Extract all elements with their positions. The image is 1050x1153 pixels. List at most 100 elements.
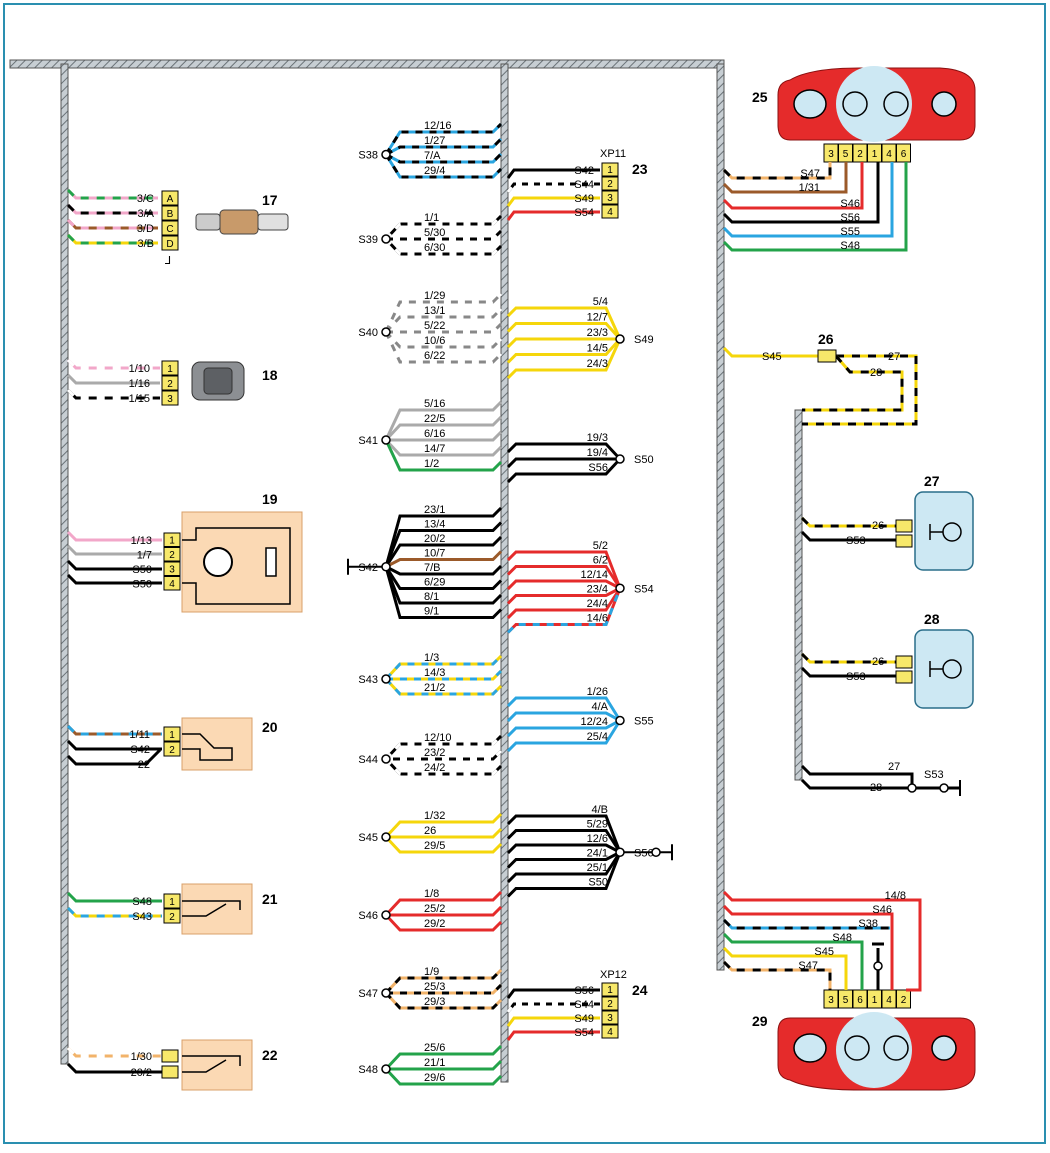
wire-label: 26 [424, 825, 436, 837]
wire-label: S47 [798, 960, 818, 972]
wire [506, 696, 622, 722]
splice-node [381, 327, 391, 337]
wire-label: 13/1 [424, 305, 445, 317]
wire-label: 19/4 [587, 447, 608, 459]
splice-node [381, 674, 391, 684]
wire-stripe [384, 292, 503, 333]
ground-symbol [624, 844, 673, 861]
wire [384, 1067, 503, 1086]
wire [384, 506, 503, 568]
splice-label: S46 [358, 910, 378, 922]
wire [506, 322, 622, 341]
wire [385, 550, 503, 569]
wire [506, 587, 622, 620]
ground-symbol [347, 558, 382, 575]
component-26-number: 26 [818, 331, 834, 347]
wire [506, 814, 622, 853]
wire-label: 5/22 [424, 320, 445, 332]
splice-groups: 12/161/277/A29/4S381/15/306/30S391/2913/… [347, 120, 673, 1086]
wire-stripe [386, 749, 503, 761]
svg-text:28: 28 [870, 367, 882, 379]
wire-stripe [386, 669, 503, 681]
wire-label: 25/6 [424, 1042, 445, 1054]
xp12-pin-label: 1 [607, 985, 613, 996]
wire [384, 1044, 503, 1071]
wire [384, 521, 503, 568]
wire-label: S50 [588, 877, 608, 889]
c29-pin-label: 3 [828, 995, 834, 1006]
splice-node [381, 832, 391, 842]
wire-label: S48 [832, 932, 852, 944]
wire [384, 812, 503, 839]
wire-label: 1/3 [424, 652, 439, 664]
wire-label: 1/15 [129, 393, 150, 405]
wire-label: S44 [574, 179, 594, 191]
wire [506, 851, 622, 898]
xp11-pin-label: 1 [607, 165, 613, 176]
wire-label: S46 [840, 198, 860, 210]
splice-label: S43 [358, 674, 378, 686]
c18-pin-label: 3 [167, 394, 173, 405]
wire-stripe [385, 152, 503, 164]
splice-node [381, 234, 391, 244]
wire [506, 457, 622, 484]
wire-label: 14/8 [885, 890, 906, 902]
xp11-pin-1 [601, 162, 619, 177]
c17-pin-label: B [167, 209, 174, 220]
wire-label: 20/2 [131, 1067, 152, 1079]
wire [384, 654, 503, 681]
wire-label: 24/2 [424, 762, 445, 774]
wire-label: 1/9 [424, 966, 439, 978]
splice-node [651, 847, 661, 857]
wire-label: 12/7 [587, 312, 608, 324]
splice-node [615, 334, 625, 344]
wire [506, 338, 622, 380]
c19-pin-3 [163, 561, 181, 576]
wire-label: S54 [574, 1027, 594, 1039]
svg-text:28: 28 [870, 782, 882, 794]
wire-label: 12/6 [587, 833, 608, 845]
c19-pin-1 [163, 532, 181, 547]
wire-label: 3/D [137, 223, 154, 235]
wire-label: 29/3 [424, 996, 445, 1008]
wire-label: 29/6 [424, 1072, 445, 1084]
wire [506, 711, 621, 723]
wire-label: 25/1 [587, 862, 608, 874]
wire [384, 913, 503, 932]
wire [384, 307, 503, 334]
component-17-number: 17 [262, 192, 278, 208]
svg-text:27: 27 [888, 761, 900, 773]
wire-label: 10/7 [424, 548, 445, 560]
c17-pin-label: A [167, 194, 174, 205]
splice-node [381, 562, 391, 572]
wire-label: 1/29 [424, 290, 445, 302]
c21-pin-1 [163, 893, 181, 909]
xp12-pin-label: 4 [607, 1027, 613, 1038]
component-26: 26 S45 27 28 [722, 331, 918, 426]
c25-pin-label: 4 [886, 149, 892, 160]
wire-label: 1/13 [131, 535, 152, 547]
wire-label: 1/8 [424, 888, 439, 900]
wire-label: 6/30 [424, 242, 445, 254]
c25-pin-6 [896, 143, 911, 163]
splice-node [615, 715, 625, 726]
c17-pin-B [161, 205, 179, 221]
wire-label: 1/32 [424, 810, 445, 822]
splice-label: S47 [358, 988, 378, 1000]
c20-pin-1 [163, 726, 181, 742]
wire [384, 890, 503, 917]
splice-node [615, 847, 625, 857]
wire-label: S47 [800, 168, 820, 180]
wire-label: 23/1 [424, 504, 445, 516]
c20-pin-2 [163, 741, 181, 757]
c29-pin-label: 6 [857, 995, 863, 1006]
wire-label: 6/2 [593, 555, 608, 567]
wire [506, 586, 621, 605]
